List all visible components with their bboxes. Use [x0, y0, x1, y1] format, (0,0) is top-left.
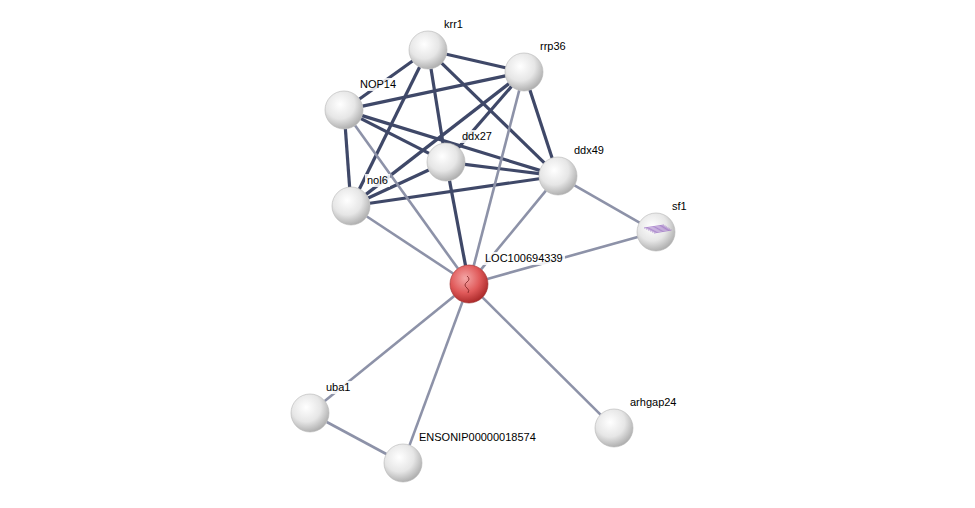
interaction-edge — [325, 296, 454, 401]
node-label: NOP14 — [358, 78, 398, 91]
node-circle — [408, 30, 448, 70]
protein-node: krr1 — [408, 30, 448, 70]
node-label: LOC100694339 — [483, 252, 565, 265]
node-circle — [504, 52, 544, 92]
node-label: ENSONIP00000018574 — [417, 431, 538, 444]
node-circle — [331, 186, 371, 226]
interaction-edge — [474, 90, 519, 265]
node-label: sf1 — [670, 200, 689, 213]
protein-node: ddx27 — [426, 142, 466, 182]
node-label: rrp36 — [538, 40, 568, 53]
interaction-edge — [482, 297, 600, 414]
node-circle — [636, 212, 676, 252]
node-circle — [383, 443, 423, 483]
node-label: arhgap24 — [628, 396, 679, 409]
interaction-edge — [530, 90, 552, 158]
node-circle — [426, 142, 466, 182]
interaction-edge — [327, 422, 387, 454]
protein-node: uba1 — [290, 393, 330, 433]
node-circle — [449, 264, 489, 304]
node-circle — [324, 90, 364, 130]
node-label: krr1 — [442, 18, 465, 31]
node-label: ddx27 — [460, 130, 494, 143]
interaction-edge — [574, 185, 639, 222]
node-circle — [594, 408, 634, 448]
protein-node: NOP14 — [324, 90, 364, 130]
interaction-edge — [367, 216, 453, 273]
protein-node: sf1 — [636, 212, 676, 252]
interaction-edge — [447, 54, 506, 68]
protein-node: ddx49 — [538, 156, 578, 196]
interaction-edge — [410, 302, 463, 445]
protein-node: rrp36 — [504, 52, 544, 92]
protein-node: arhgap24 — [594, 408, 634, 448]
protein-node: ENSONIP00000018574 — [383, 443, 423, 483]
interaction-edge — [465, 164, 539, 173]
interaction-edge — [345, 129, 349, 187]
node-circle — [538, 156, 578, 196]
node-circle — [290, 393, 330, 433]
node-label: ddx49 — [572, 144, 606, 157]
interaction-edge — [450, 181, 466, 266]
protein-node: nol6 — [331, 186, 371, 226]
node-label: uba1 — [324, 381, 352, 394]
protein-node: LOC100694339 — [449, 264, 489, 304]
node-label: nol6 — [365, 174, 390, 187]
interaction-edge — [431, 69, 443, 143]
